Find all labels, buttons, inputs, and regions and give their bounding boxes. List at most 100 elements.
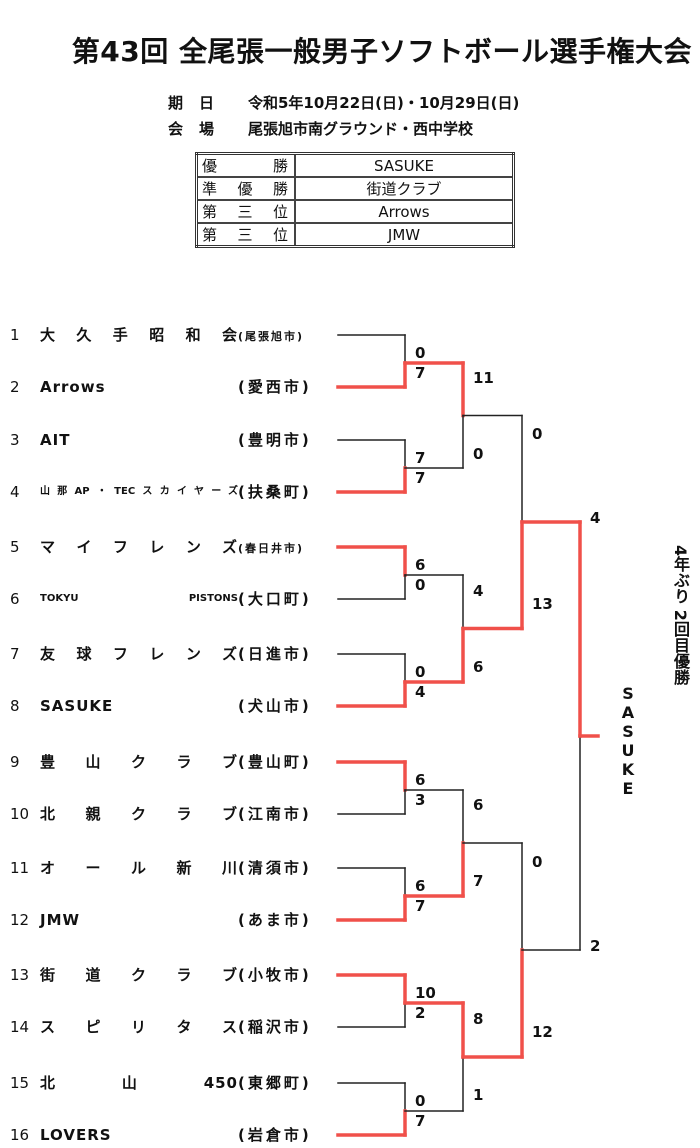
match-score: 2: [590, 937, 601, 955]
match-score: 2: [415, 1004, 426, 1022]
team-name: スピリタス: [40, 1018, 238, 1036]
team-city: (尾張旭市): [238, 330, 305, 343]
match-score: 7: [415, 897, 426, 915]
team-row: 11 オール新川(清須市): [10, 856, 350, 880]
result-label: 準優勝: [195, 176, 296, 201]
team-name: Arrows: [40, 378, 106, 396]
match-score: 6: [473, 657, 484, 676]
team-city: (日進市): [238, 645, 312, 663]
team-city: (愛西市): [238, 378, 312, 396]
match-score: 6: [415, 771, 426, 789]
date-value: 令和5年10月22日(日)・10月29日(日): [248, 94, 520, 112]
team-name: SASUKE: [40, 697, 114, 715]
team-number: 9: [10, 753, 20, 771]
team-city: (犬山市): [238, 697, 312, 715]
match-score: 0: [415, 1092, 426, 1110]
team-row: 7 友球フレンズ(日進市): [10, 642, 350, 666]
team-row: 5 マイフレンズ(春日井市): [10, 535, 350, 559]
team-row: 4 山那AP・TECスカイヤーズ(扶桑町): [10, 480, 350, 504]
result-value: JMW: [294, 222, 515, 248]
match-score: 7: [415, 1112, 426, 1130]
team-name: オール新川: [40, 859, 238, 877]
team-number: 3: [10, 431, 20, 449]
match-score: 4: [590, 509, 601, 527]
team-number: 10: [10, 805, 30, 823]
team-name: TOKYU PISTONS: [40, 593, 238, 604]
result-row: 準優勝街道クラブ: [195, 176, 515, 201]
match-score: 7: [473, 872, 484, 890]
team-number: 11: [10, 859, 30, 877]
match-score: 0: [415, 663, 426, 681]
match-score: 1: [473, 1086, 484, 1104]
match-score: 3: [415, 791, 426, 809]
venue-value: 尾張旭市南グラウンド・西中学校: [248, 120, 474, 138]
team-name: 友球フレンズ: [40, 645, 238, 663]
team-number: 4: [10, 483, 20, 501]
team-row: 2 Arrows (愛西市): [10, 375, 350, 399]
team-city: (あま市): [238, 911, 312, 929]
team-number: 6: [10, 590, 20, 608]
team-city: (清須市): [238, 859, 312, 877]
result-value: SASUKE: [294, 152, 515, 178]
team-city: (春日井市): [238, 542, 305, 555]
team-name: 山那AP・TECスカイヤーズ: [40, 486, 238, 497]
team-city: (江南市): [238, 805, 312, 823]
result-value: Arrows: [294, 199, 515, 224]
team-number: 13: [10, 966, 30, 984]
victory-note: 4年ぶり 2回目優勝: [671, 545, 690, 685]
match-score: 7: [415, 449, 426, 467]
team-row: 14 スピリタス(稲沢市): [10, 1015, 350, 1039]
match-score: 6: [415, 556, 426, 574]
team-number: 2: [10, 378, 20, 396]
match-score: 13: [532, 595, 553, 613]
team-name: マイフレンズ: [40, 538, 238, 556]
page-title: 第43回 全尾張一般男子ソフトボール選手権大会: [71, 35, 692, 68]
team-number: 7: [10, 645, 20, 663]
match-score: 0: [415, 576, 426, 594]
team-number: 15: [10, 1074, 30, 1092]
match-score: 11: [473, 368, 494, 387]
team-city: (扶桑町): [238, 483, 312, 501]
team-city: (豊山町): [238, 753, 312, 771]
team-name: LOVERS: [40, 1126, 112, 1144]
date-label: 期日: [168, 94, 231, 112]
winner-vertical-label: SASUKE: [621, 684, 635, 798]
team-city: (稲沢市): [238, 1018, 312, 1036]
match-score: 6: [415, 877, 426, 895]
team-name: 北山450: [40, 1074, 238, 1092]
team-number: 1: [10, 326, 20, 344]
team-number: 5: [10, 538, 20, 556]
team-city: (岩倉市): [238, 1126, 312, 1144]
team-row: 16 LOVERS (岩倉市): [10, 1123, 350, 1147]
team-number: 14: [10, 1018, 30, 1036]
team-name: 大久手昭和会: [40, 326, 238, 344]
team-name: 街道クラブ: [40, 966, 238, 984]
result-label: 第三位: [195, 222, 296, 248]
match-score: 7: [415, 364, 426, 382]
result-label: 優勝: [195, 152, 296, 178]
match-score: 4: [473, 581, 484, 600]
team-number: 12: [10, 911, 30, 929]
team-city: (小牧市): [238, 966, 312, 984]
match-score: 0: [532, 425, 543, 443]
team-number: 16: [10, 1126, 30, 1144]
info-date: 期日令和5年10月22日(日)・10月29日(日): [168, 92, 519, 113]
team-row: 1 大久手昭和会(尾張旭市): [10, 323, 350, 347]
info-venue: 会場尾張旭市南グラウンド・西中学校: [168, 118, 473, 139]
match-score: 0: [473, 444, 484, 463]
team-row: 6 TOKYU PISTONS(大口町): [10, 587, 350, 611]
team-city: (大口町): [238, 590, 312, 608]
result-value: 街道クラブ: [294, 176, 515, 201]
match-score: 4: [415, 683, 426, 701]
team-name: JMW: [40, 911, 81, 929]
team-row: 13 街道クラブ(小牧市): [10, 963, 350, 987]
match-score: 10: [415, 984, 436, 1002]
